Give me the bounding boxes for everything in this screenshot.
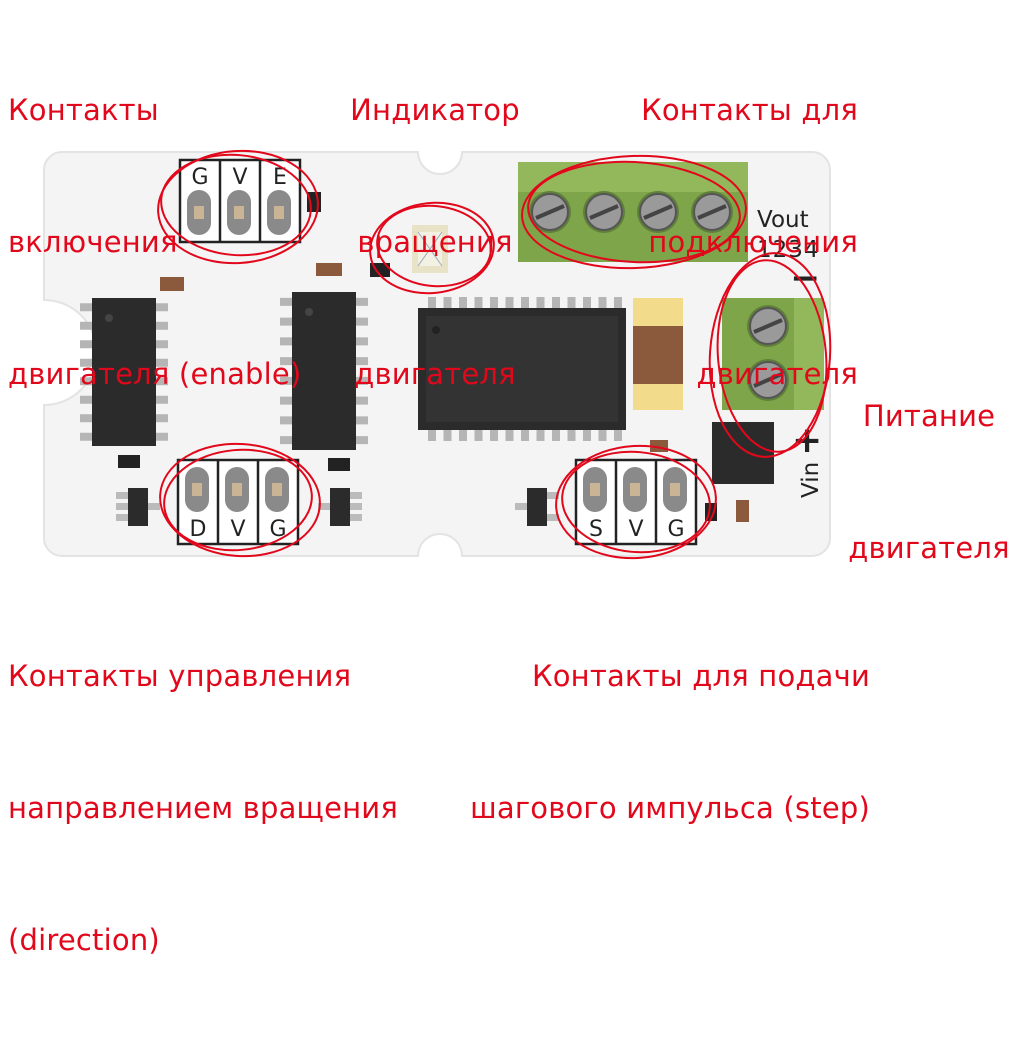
- diagram-stage: G V E D V G S V G Vout 1234 − + Vin: [8, 93, 1010, 957]
- header-gve: [178, 158, 302, 244]
- pin-label-e-top: E: [273, 165, 287, 190]
- header-svg: [574, 458, 698, 546]
- pin-label-v-bottom-right: V: [628, 517, 643, 542]
- circle-motor-contacts: [521, 154, 747, 270]
- label-direction: Контакты управления направлением вращени…: [8, 659, 398, 957]
- minus-sign: −: [790, 258, 820, 299]
- chip-left-2: [292, 292, 356, 450]
- sot-left: [116, 488, 160, 526]
- driver-chip: [418, 308, 626, 430]
- label-indicator: Индикатор вращения двигателя: [350, 93, 520, 391]
- led-indicator: [412, 225, 448, 273]
- sot-mid: [318, 488, 362, 526]
- circle-enable: [157, 149, 319, 265]
- pin-label-g-bottom-left: G: [269, 517, 286, 542]
- label-enable: Контакты включения двигателя (enable): [8, 93, 302, 391]
- chip-left-1: [92, 298, 156, 446]
- circle-direction: [159, 442, 321, 558]
- annotation-circles: [157, 149, 832, 560]
- circle-power: [708, 252, 832, 458]
- vin-label: Vin: [798, 462, 824, 498]
- pin-label-v-bottom-left: V: [230, 517, 245, 542]
- label-motor-contacts: Контакты для подключения двигателя: [641, 93, 858, 391]
- driver-pins: [428, 297, 622, 441]
- sot-right: [515, 488, 559, 526]
- label-step: Контакты для подачи шагового импульса (s…: [470, 659, 870, 825]
- pin-label-d-bottom: D: [190, 517, 207, 542]
- motor-terminal-block: [518, 162, 748, 262]
- power-terminal-block: [722, 298, 824, 410]
- terminal-numbers: 1234: [757, 237, 820, 263]
- circle-step: [555, 444, 717, 560]
- header-dvg: [176, 458, 300, 546]
- pin-label-g-bottom-right: G: [667, 517, 684, 542]
- pin-label-s-bottom: S: [589, 517, 603, 542]
- circle-indicator: [369, 201, 495, 295]
- label-power: Питание двигателя: [848, 399, 1010, 565]
- plus-sign: +: [792, 420, 822, 461]
- vout-label: Vout: [757, 207, 809, 233]
- chip-pins: [80, 297, 368, 445]
- capacitor: [633, 298, 683, 410]
- board-drawing: G V E D V G S V G Vout 1234 − + Vin: [43, 149, 832, 560]
- pin-label-g-top: G: [191, 165, 208, 190]
- pin-label-v-top: V: [232, 165, 247, 190]
